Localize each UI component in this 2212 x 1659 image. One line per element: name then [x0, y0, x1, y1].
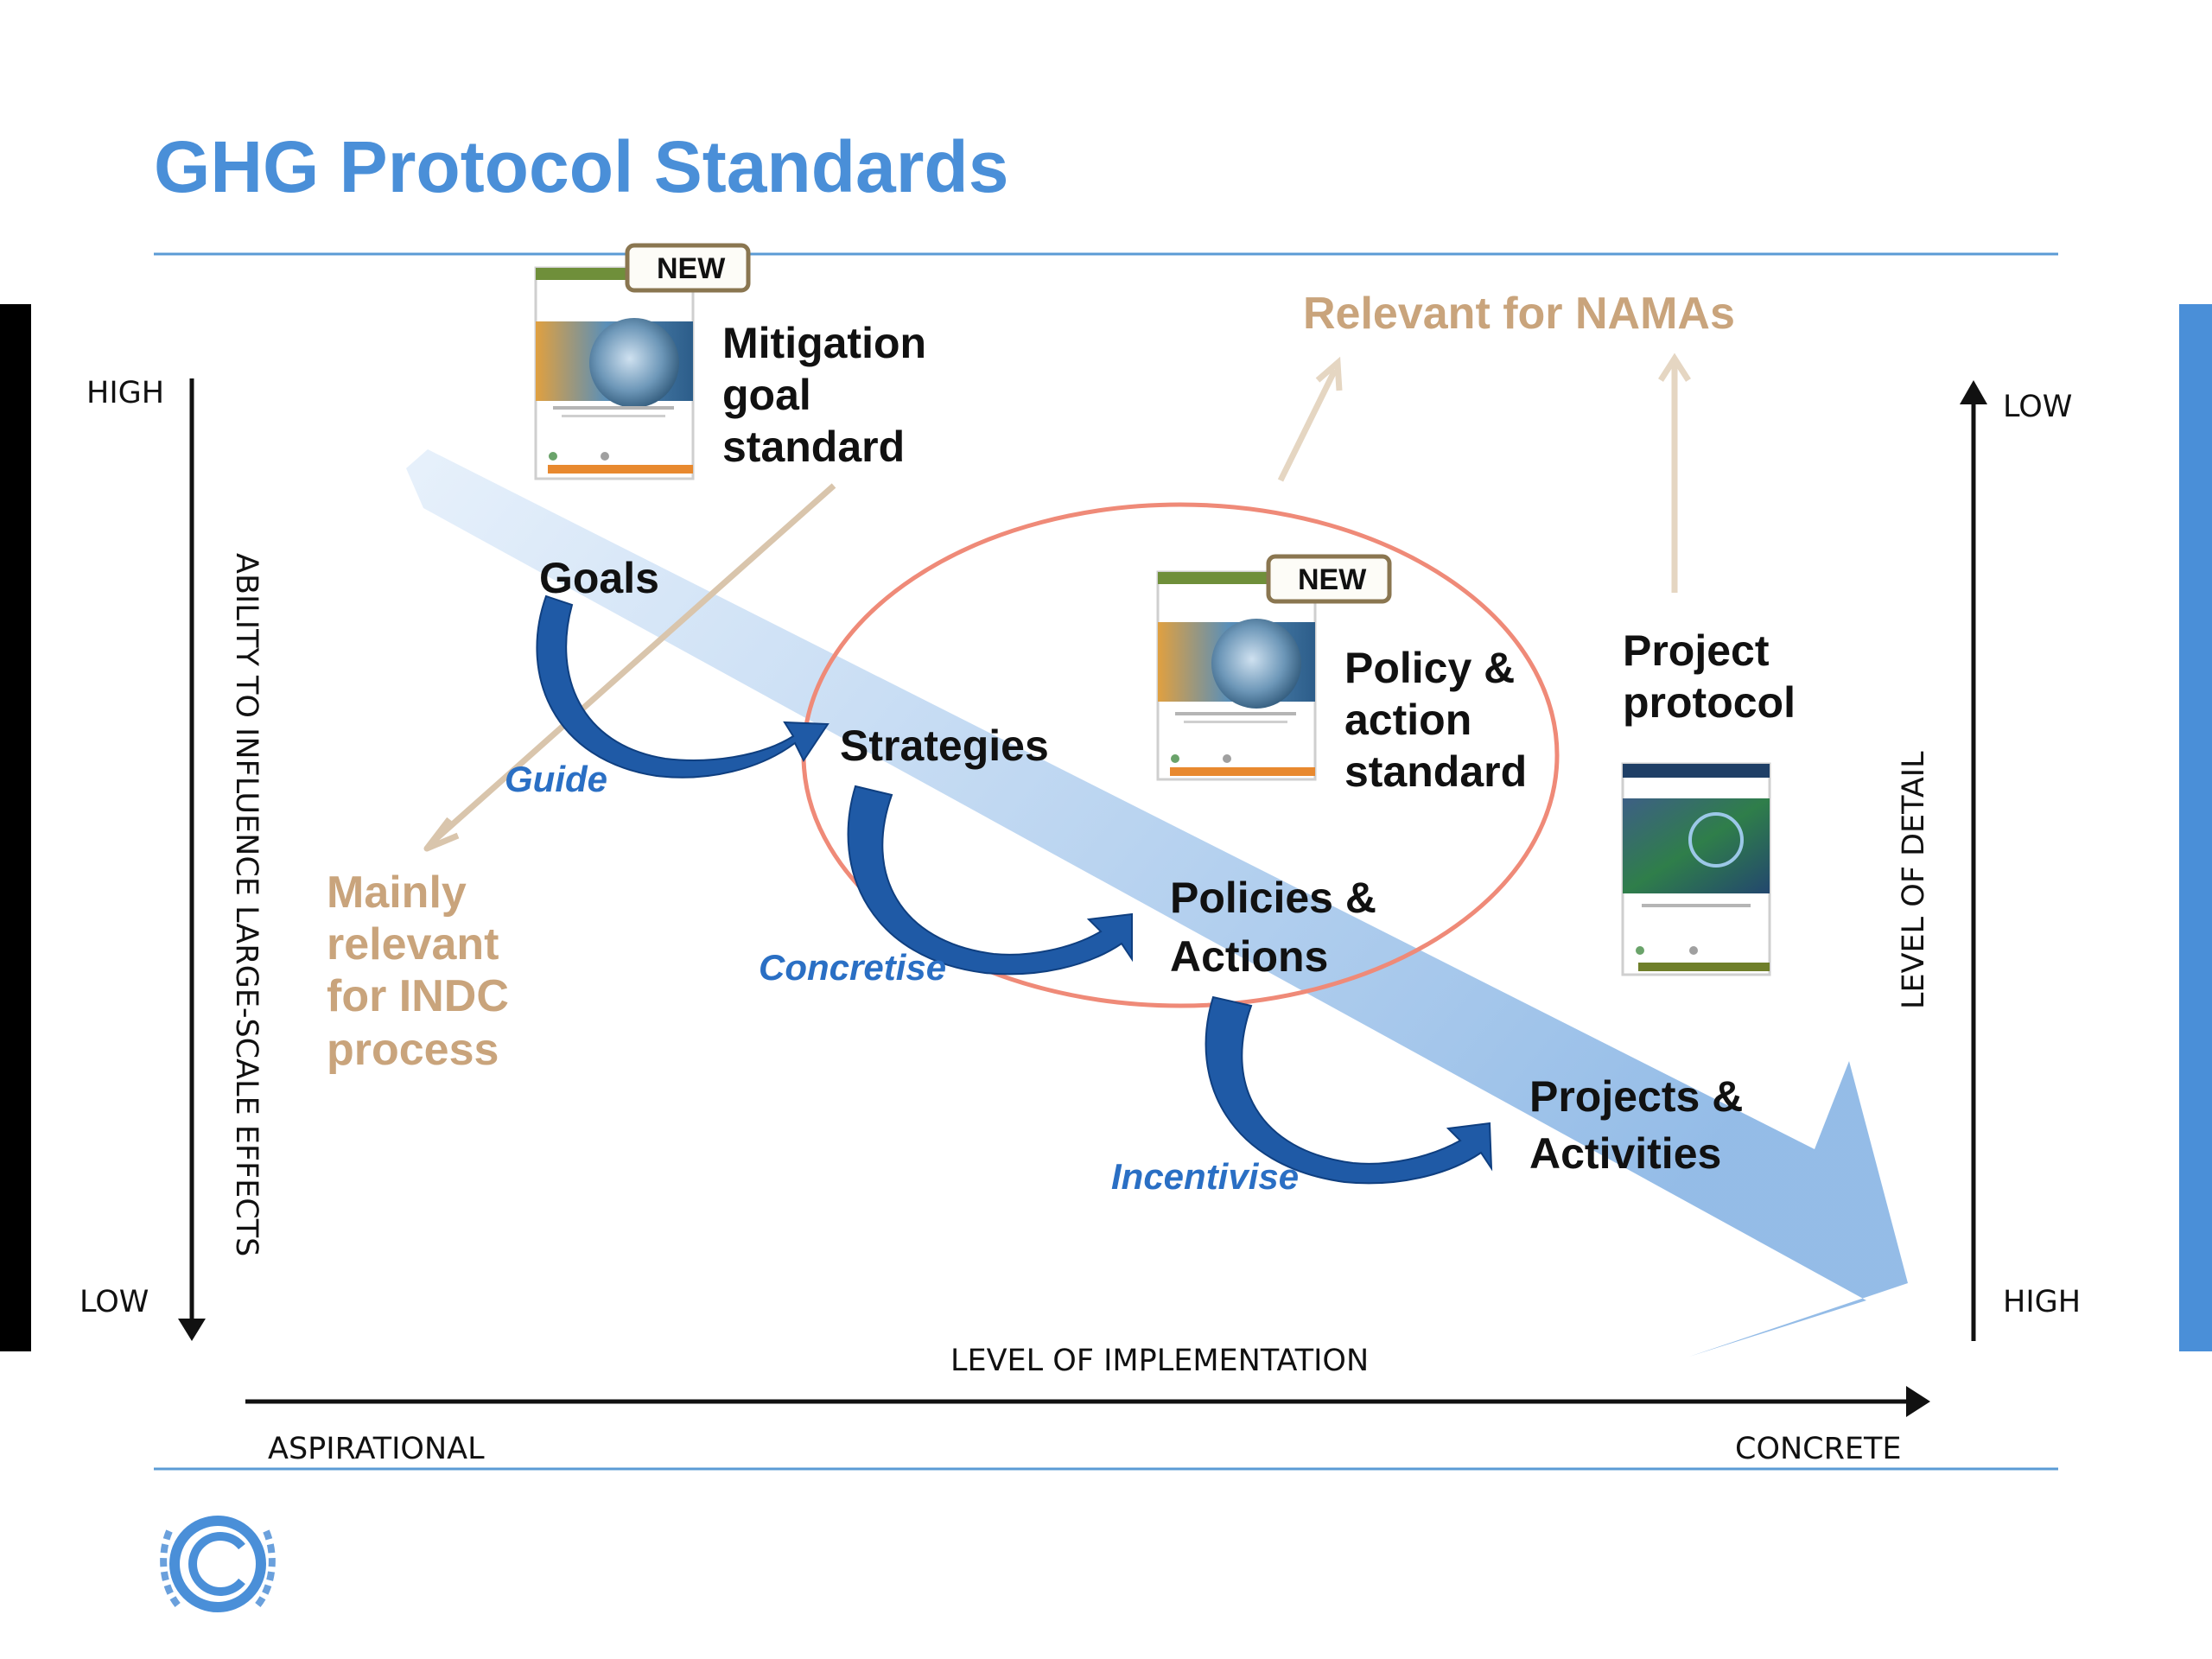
namas-relevance-arrow-left: [1277, 356, 1343, 482]
policy-standard-line3: standard: [1344, 747, 1527, 796]
svg-text:NEW: NEW: [657, 252, 726, 285]
mitigation-new-badge: NEW: [625, 243, 751, 293]
left-edge-bar: [0, 304, 31, 1351]
transition-concretise: Concretise: [759, 947, 946, 988]
project-protocol-line1: Project: [1623, 626, 1770, 675]
mitigation-standard-line3: standard: [722, 423, 905, 471]
relevance-namas: Relevant for NAMAs: [1303, 289, 1735, 339]
stage-policies-line1: Policies &: [1170, 874, 1376, 922]
concretise-curved-arrow: [847, 785, 1133, 976]
policy-new-badge: NEW: [1266, 554, 1392, 604]
left-axis-bottom: LOW: [79, 1285, 149, 1319]
project-report-cover-icon: [1621, 762, 1771, 976]
transition-incentivise: Incentivise: [1111, 1156, 1299, 1197]
transition-guide: Guide: [505, 759, 607, 799]
stage-goals: Goals: [539, 554, 659, 602]
stage-strategies: Strategies: [840, 721, 1049, 770]
incentivise-curved-arrow: [1205, 995, 1493, 1185]
relevance-indc-line2: relevant: [327, 919, 499, 969]
relevance-indc-line1: Mainly: [327, 868, 467, 918]
relevance-indc-line3: for INDC: [327, 971, 509, 1021]
guide-curved-arrow: [536, 594, 830, 779]
policy-report-cover-icon: [1156, 570, 1317, 781]
unfccc-logo-icon: [160, 1516, 276, 1612]
policy-standard-line2: action: [1344, 696, 1471, 744]
right-edge-bar: [2179, 304, 2212, 1351]
right-axis-label: LEVEL OF DETAIL: [1897, 751, 1931, 1009]
relevance-indc-line4: process: [327, 1025, 499, 1075]
bottom-axis: [245, 1386, 1930, 1417]
bottom-axis-left: ASPIRATIONAL: [268, 1432, 485, 1466]
project-protocol-line2: protocol: [1623, 678, 1796, 727]
bottom-axis-right: CONCRETE: [1735, 1432, 1902, 1466]
right-axis: [1960, 380, 1987, 1341]
mitigation-report-cover-icon: [534, 266, 695, 480]
bottom-axis-label: LEVEL OF IMPLEMENTATION: [950, 1344, 1369, 1378]
left-axis-label: ABILITY TO INFLUENCE LARGE-SCALE EFFECTS: [229, 553, 264, 1256]
left-axis: [178, 378, 206, 1341]
right-axis-top: LOW: [2003, 390, 2072, 424]
policy-standard-line1: Policy &: [1344, 644, 1515, 692]
left-axis-top: HIGH: [86, 376, 164, 410]
implementation-big-arrow: [406, 449, 1908, 1357]
stage-projects-line1: Projects &: [1529, 1072, 1743, 1121]
namas-relevance-arrow-right: [1658, 353, 1691, 593]
mitigation-standard-line2: goal: [722, 371, 811, 419]
mitigation-standard-line1: Mitigation: [722, 319, 926, 367]
right-axis-bottom: HIGH: [2003, 1285, 2081, 1319]
stage-projects-line2: Activities: [1529, 1129, 1721, 1178]
page-title: GHG Protocol Standards: [154, 126, 1008, 207]
svg-text:NEW: NEW: [1298, 563, 1367, 596]
stage-policies-line2: Actions: [1170, 932, 1328, 981]
indc-relevance-arrow: [423, 483, 836, 852]
